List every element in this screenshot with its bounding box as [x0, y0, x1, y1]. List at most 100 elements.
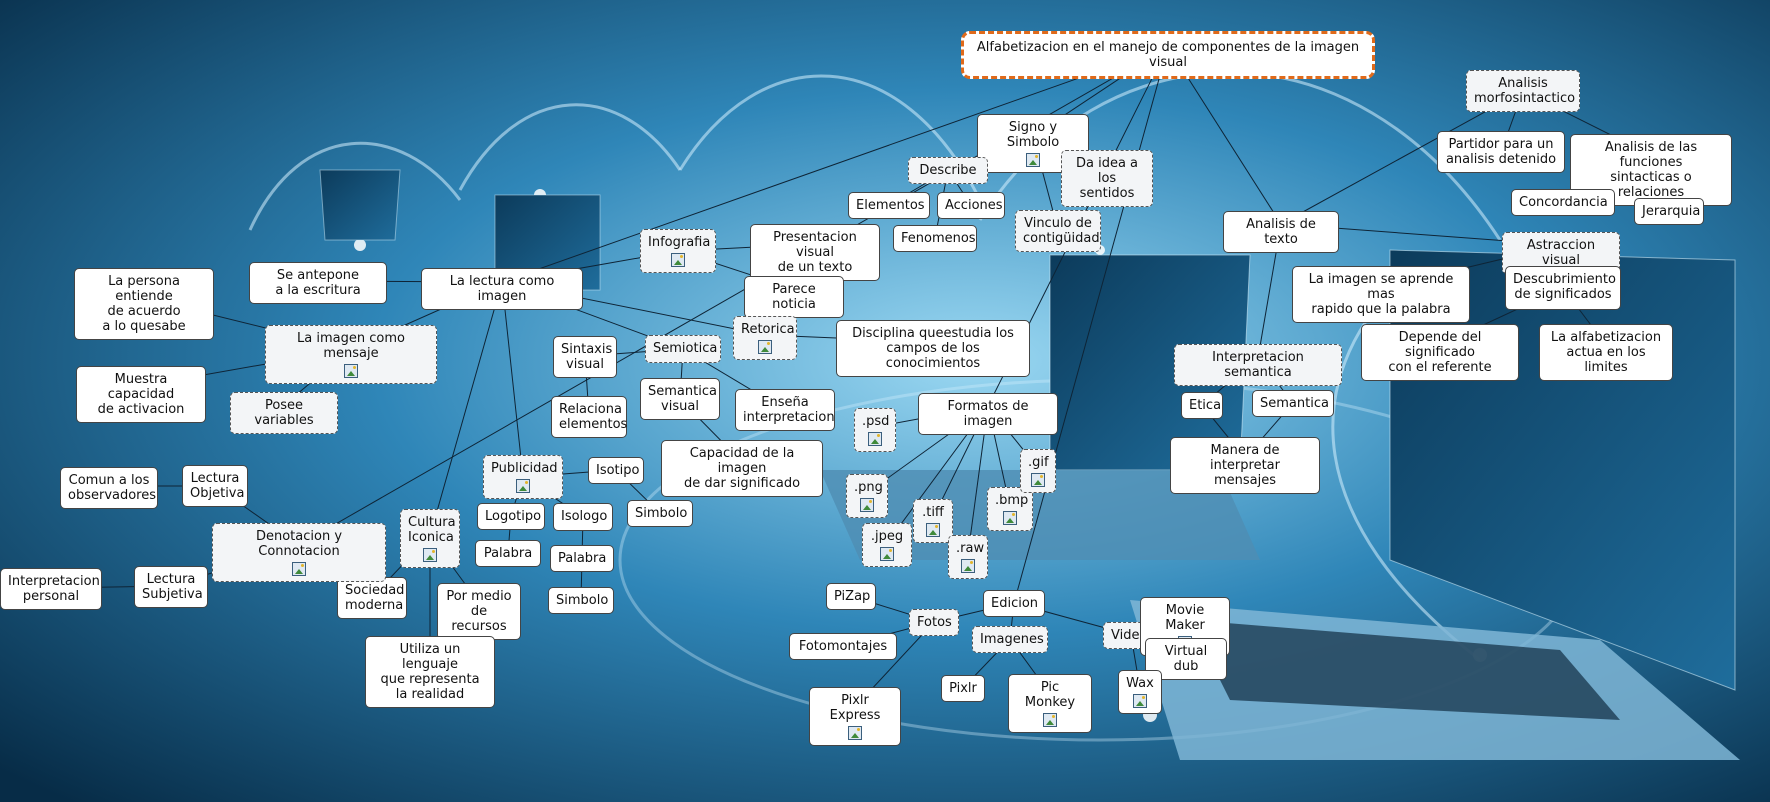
node-manera-interpretar[interactable]: Manera de interpretar mensajes: [1170, 437, 1320, 494]
node-label: Fotomontajes: [798, 639, 888, 654]
node-jpeg[interactable]: .jpeg: [862, 523, 912, 567]
image-attachment-icon[interactable]: [1133, 694, 1147, 708]
node-label: Concordancia: [1519, 195, 1608, 210]
node-denotacion[interactable]: Denotacion y Connotacion: [212, 523, 386, 582]
node-analisis-morfo[interactable]: Analisis morfosintactico: [1466, 70, 1580, 112]
node-label: .psd: [862, 414, 890, 429]
node-pixlr-express[interactable]: Pixlr Express: [809, 687, 901, 746]
node-se-antepone[interactable]: Se antepone a la escritura: [249, 262, 387, 304]
node-parece-noticia[interactable]: Parece noticia: [744, 276, 844, 318]
node-interpretacion-personal[interactable]: Interpretacion personal: [0, 568, 102, 610]
node-sociedad-moderna[interactable]: Sociedad moderna: [337, 577, 407, 619]
node-bmp[interactable]: .bmp: [987, 487, 1033, 531]
image-attachment-icon[interactable]: [516, 479, 530, 493]
node-retorica[interactable]: Retorica: [733, 316, 797, 360]
node-imagen-mensaje[interactable]: La imagen como mensaje: [265, 325, 437, 384]
image-attachment-icon[interactable]: [848, 726, 862, 740]
node-acciones[interactable]: Acciones: [937, 192, 1005, 219]
node-vinculo[interactable]: Vinculo de contigüidad: [1015, 210, 1101, 252]
node-imagenes[interactable]: Imagenes: [972, 626, 1048, 653]
node-label: Astraccion visual: [1526, 238, 1596, 268]
node-semantica[interactable]: Semantica: [1252, 390, 1334, 417]
node-persona-entiende[interactable]: La persona entiende de acuerdo a lo ques…: [74, 268, 214, 340]
node-alfabetizacion-actua[interactable]: La alfabetizacion actua en los limites: [1539, 324, 1673, 381]
node-simbolo-isotipo[interactable]: Simbolo: [627, 500, 693, 527]
image-attachment-icon[interactable]: [423, 548, 437, 562]
image-attachment-icon[interactable]: [344, 364, 358, 378]
node-label: Descubrimiento de significados: [1513, 272, 1616, 302]
node-gif[interactable]: .gif: [1020, 449, 1056, 493]
image-attachment-icon[interactable]: [1031, 473, 1045, 487]
node-raw[interactable]: .raw: [948, 535, 988, 579]
node-descubrimiento[interactable]: Descubrimiento de significados: [1505, 266, 1621, 310]
node-imagen-aprende[interactable]: La imagen se aprende mas rapido que la p…: [1292, 266, 1470, 323]
node-pic-monkey[interactable]: Pic Monkey: [1008, 674, 1092, 733]
node-analisis-texto[interactable]: Analisis de texto: [1223, 211, 1339, 253]
node-presentacion-visual[interactable]: Presentacion visual de un texto: [750, 224, 880, 281]
node-cultura-iconica[interactable]: Cultura Iconica: [400, 509, 460, 568]
node-semantica-visual[interactable]: Semantica visual: [640, 378, 720, 420]
node-elementos[interactable]: Elementos: [848, 192, 930, 219]
image-attachment-icon[interactable]: [758, 340, 772, 354]
image-attachment-icon[interactable]: [1003, 511, 1017, 525]
node-infografia[interactable]: Infografia: [640, 229, 716, 273]
node-lectura-objetiva[interactable]: Lectura Objetiva: [182, 465, 248, 507]
node-tiff[interactable]: .tiff: [913, 499, 953, 543]
image-attachment-icon[interactable]: [880, 547, 894, 561]
node-fenomenos[interactable]: Fenomenos: [893, 225, 977, 252]
node-lectura-subjetiva[interactable]: Lectura Subjetiva: [134, 566, 208, 608]
node-interpretacion-semantica[interactable]: Interpretacion semantica: [1174, 344, 1342, 386]
node-posee-variables[interactable]: Posee variables: [230, 392, 338, 434]
node-etica[interactable]: Etica: [1181, 392, 1223, 419]
image-attachment-icon[interactable]: [860, 498, 874, 512]
node-depende-significado[interactable]: Depende del significado con el referente: [1361, 324, 1519, 381]
node-logotipo[interactable]: Logotipo: [477, 503, 545, 530]
node-por-medio[interactable]: Por medio de recursos: [437, 583, 521, 640]
node-isotipo[interactable]: Isotipo: [588, 457, 644, 484]
node-label: .gif: [1028, 455, 1049, 470]
node-label: Signo y Simbolo: [1006, 120, 1060, 150]
node-fotos[interactable]: Fotos: [909, 609, 959, 636]
node-ensena[interactable]: Enseña interpretacion: [735, 389, 835, 431]
node-edicion[interactable]: Edicion: [983, 590, 1045, 617]
node-capacidad-imagen[interactable]: Capacidad de la imagen de dar significad…: [661, 440, 823, 497]
node-jerarquia[interactable]: Jerarquia: [1634, 198, 1704, 225]
node-formatos[interactable]: Formatos de imagen: [918, 393, 1058, 435]
node-png[interactable]: .png: [846, 474, 888, 518]
image-attachment-icon[interactable]: [1026, 153, 1040, 167]
node-isologo[interactable]: Isologo: [553, 503, 613, 531]
node-label: .bmp: [995, 493, 1029, 508]
image-attachment-icon[interactable]: [926, 523, 940, 537]
node-palabra-logotipo[interactable]: Palabra: [475, 540, 541, 567]
node-semiotica[interactable]: Semiotica: [645, 335, 721, 363]
node-simbolo-isologo[interactable]: Simbolo: [548, 587, 614, 614]
node-psd[interactable]: .psd: [854, 408, 896, 452]
node-sintaxis-visual[interactable]: Sintaxis visual: [553, 336, 617, 378]
node-label: Pixlr: [949, 681, 977, 696]
image-attachment-icon[interactable]: [1043, 713, 1057, 727]
node-wax[interactable]: Wax: [1118, 670, 1162, 714]
node-pizap[interactable]: PiZap: [826, 583, 876, 610]
node-utiliza-lenguaje[interactable]: Utiliza un lenguaje que representa la re…: [365, 636, 495, 708]
node-comun[interactable]: Comun a los observadores: [60, 467, 158, 509]
node-muestra-capacidad[interactable]: Muestra capacidad de activacion: [76, 366, 206, 423]
root-node[interactable]: Alfabetizacion en el manejo de component…: [961, 31, 1375, 79]
image-attachment-icon[interactable]: [671, 253, 685, 267]
image-attachment-icon[interactable]: [961, 559, 975, 573]
node-palabra-isologo[interactable]: Palabra: [550, 545, 614, 572]
node-label: Da idea a los sentidos: [1075, 156, 1139, 201]
node-da-idea[interactable]: Da idea a los sentidos: [1061, 150, 1153, 207]
node-partidor[interactable]: Partidor para un analisis detenido: [1437, 131, 1565, 173]
node-label: Utiliza un lenguaje que representa la re…: [380, 642, 480, 702]
node-label: Comun a los observadores: [68, 473, 157, 503]
image-attachment-icon[interactable]: [292, 562, 306, 576]
node-fotomontajes[interactable]: Fotomontajes: [789, 633, 897, 660]
node-disciplina[interactable]: Disciplina queestudia los campos de los …: [836, 320, 1030, 377]
image-attachment-icon[interactable]: [868, 432, 882, 446]
node-concordancia[interactable]: Concordancia: [1511, 189, 1615, 216]
node-publicidad[interactable]: Publicidad: [483, 455, 563, 499]
node-describe[interactable]: Describe: [908, 157, 988, 184]
node-pixlr[interactable]: Pixlr: [941, 675, 985, 702]
node-relaciona[interactable]: Relaciona elementos: [551, 396, 627, 438]
node-lectura-imagen[interactable]: La lectura como imagen: [421, 268, 583, 310]
